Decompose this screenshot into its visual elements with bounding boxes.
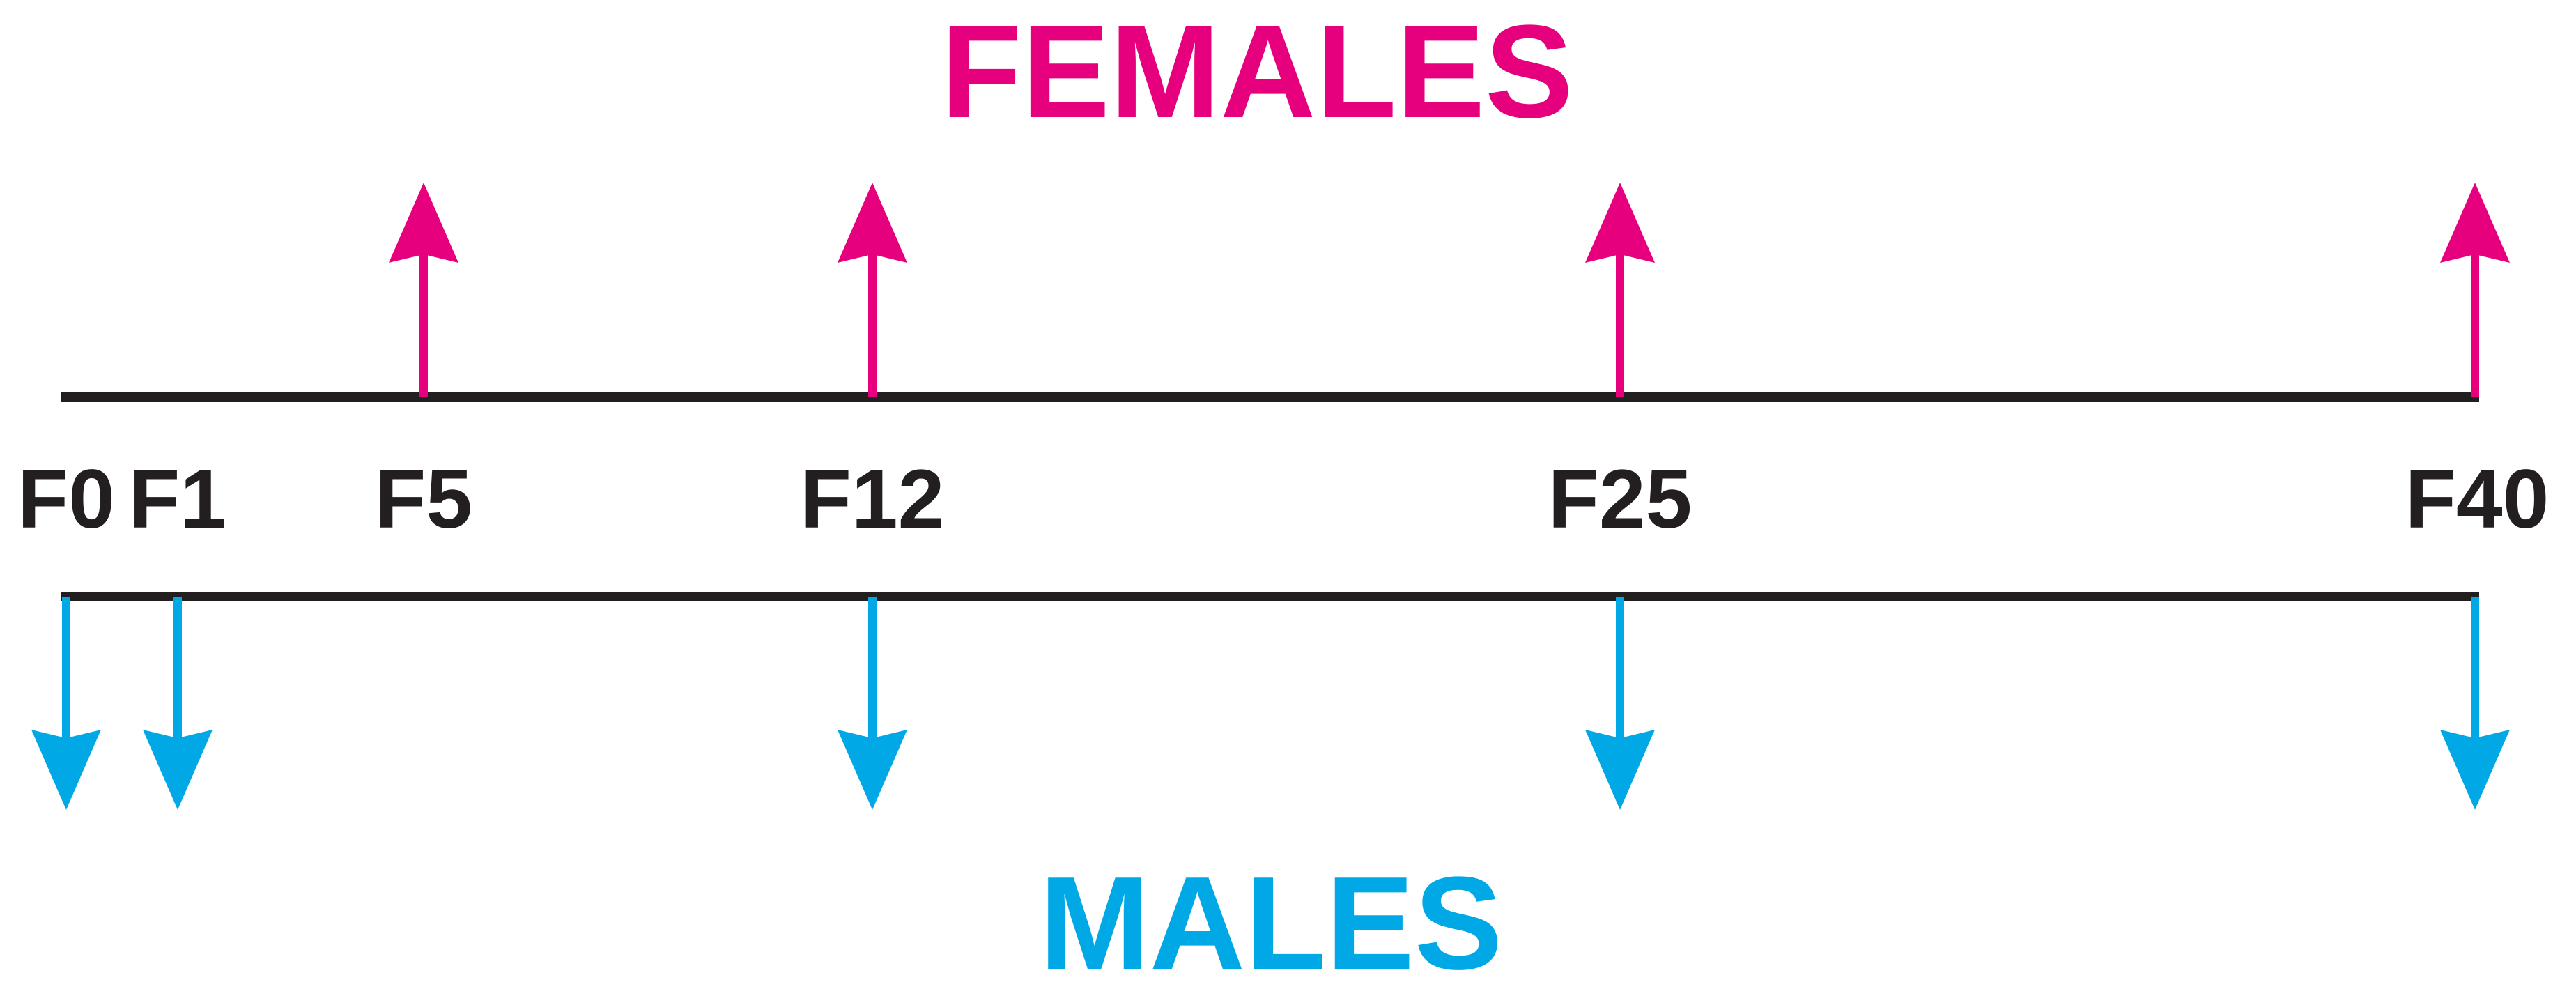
male-sampling-arrows xyxy=(31,597,2510,810)
males-heading: MALES xyxy=(1040,850,1503,989)
generation-label-f1: F1 xyxy=(129,452,226,546)
male-arrow-f25-head xyxy=(1585,730,1655,810)
male-arrow-f25 xyxy=(1585,597,1655,810)
female-arrow-f12 xyxy=(838,183,907,397)
male-arrow-f40 xyxy=(2440,597,2510,810)
male-arrow-f1 xyxy=(143,597,213,810)
male-arrow-f12 xyxy=(838,597,907,810)
male-arrow-f12-head xyxy=(838,730,907,810)
generation-label-f25: F25 xyxy=(1548,452,1692,546)
female-arrow-f40 xyxy=(2440,183,2510,397)
female-arrow-f12-head xyxy=(838,183,907,263)
female-arrow-f25-head xyxy=(1585,183,1655,263)
male-arrow-f0 xyxy=(31,597,101,810)
female-arrow-f40-head xyxy=(2440,183,2510,263)
male-arrow-f40-head xyxy=(2440,730,2510,810)
female-arrow-f5-head xyxy=(389,183,458,263)
male-arrow-f1-head xyxy=(143,730,213,810)
generation-label-f5: F5 xyxy=(375,452,472,546)
generation-label-f40: F40 xyxy=(2405,452,2550,546)
female-sampling-arrows xyxy=(389,183,2510,397)
female-arrow-f25 xyxy=(1585,183,1655,397)
females-heading: FEMALES xyxy=(941,0,1573,146)
generation-label-f12: F12 xyxy=(801,452,945,546)
generation-label-f0: F0 xyxy=(17,452,115,546)
female-arrow-f5 xyxy=(389,183,458,397)
male-arrow-f0-head xyxy=(31,730,101,810)
